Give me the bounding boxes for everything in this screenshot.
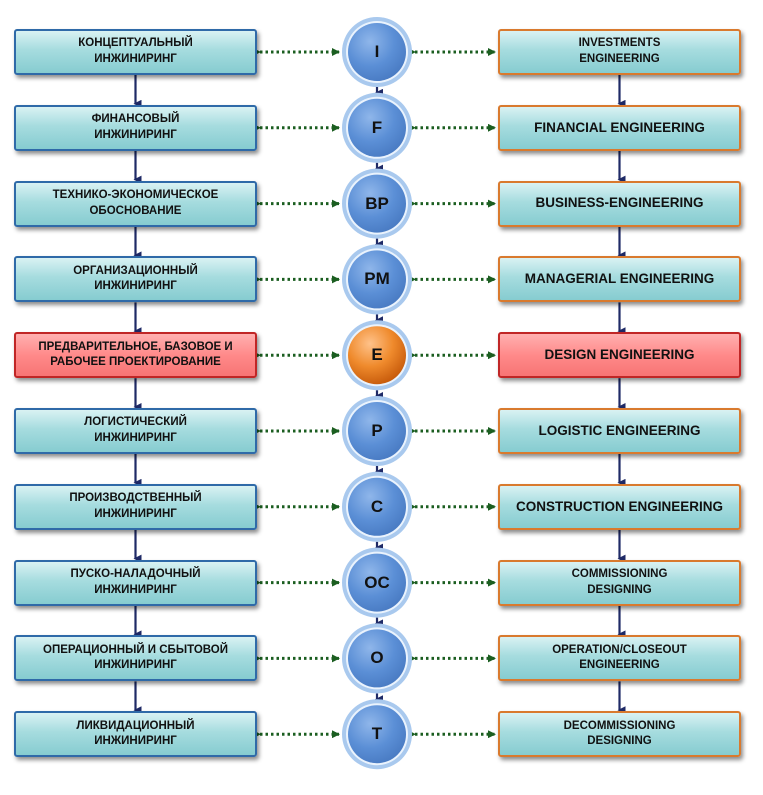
stage-node-label: BP xyxy=(365,193,389,213)
ru-stage-box-8: ПУСКО-НАЛАДОЧНЫЙ ИНЖИНИРИНГ xyxy=(14,559,257,606)
ru-stage-label: ФИНАНСОВЫЙ ИНЖИНИРИНГ xyxy=(91,113,180,141)
ru-stage-label: ОПЕРАЦИОННЫЙ И СБЫТОВОЙ ИНЖИНИРИНГ xyxy=(43,643,228,672)
en-stage-label: OPERATION/CLOSEOUT ENGINEERING xyxy=(552,643,687,672)
stage-node-label: E xyxy=(371,345,383,365)
en-stage-box-9: OPERATION/CLOSEOUT ENGINEERING xyxy=(498,635,741,682)
stage-node-label: OC xyxy=(364,572,390,592)
stage-node-8 xyxy=(348,553,406,612)
stage-node-3 xyxy=(348,174,406,233)
ru-stage-box-5: ПРЕДВАРИТЕЛЬНОЕ, БАЗОВОЕ И РАБОЧЕЕ ПРОЕК… xyxy=(14,332,257,379)
stage-node-1 xyxy=(348,23,406,81)
stage-node-2 xyxy=(348,98,406,157)
stage-node-6 xyxy=(348,402,406,460)
stage-node-label: O xyxy=(370,648,384,668)
en-stage-label: DESIGN ENGINEERING xyxy=(544,347,695,363)
stage-node-5 xyxy=(348,326,406,385)
ru-stage-label: ПРОИЗВОДСТВЕННЫЙ ИНЖИНИРИНГ xyxy=(69,492,202,520)
ru-stage-label: ПУСКО-НАЛАДОЧНЫЙ ИНЖИНИРИНГ xyxy=(70,568,201,596)
en-stage-box-10: DECOMMISSIONING DESIGNING xyxy=(498,711,741,758)
stage-node-label: C xyxy=(370,496,384,516)
ru-stage-label: ПРЕДВАРИТЕЛЬНОЕ, БАЗОВОЕ И РАБОЧЕЕ ПРОЕК… xyxy=(38,340,233,369)
ru-stage-label: ЛИКВИДАЦИОННЫЙ ИНЖИНИРИНГ xyxy=(76,719,195,748)
en-stage-box-8: COMMISSIONING DESIGNING xyxy=(498,559,741,606)
en-stage-box-5: DESIGN ENGINEERING xyxy=(498,332,741,379)
en-stage-label: COMMISSIONING DESIGNING xyxy=(571,568,668,596)
ru-stage-box-3: ТЕХНИКО-ЭКОНОМИЧЕСКОЕ ОБОСНОВАНИЕ xyxy=(14,180,257,227)
en-stage-label: INVESTMENTS ENGINEERING xyxy=(578,37,661,65)
en-stage-label: DECOMMISSIONING DESIGNING xyxy=(563,719,676,748)
ru-stage-box-1: КОНЦЕПТУАЛЬНЫЙ ИНЖИНИРИНГ xyxy=(14,29,257,75)
ru-stage-box-4: ОРГАНИЗАЦИОННЫЙ ИНЖИНИРИНГ xyxy=(14,256,257,303)
en-stage-box-6: LOGISTIC ENGINEERING xyxy=(498,408,741,454)
en-stage-box-7: CONSTRUCTION ENGINEERING xyxy=(498,483,741,530)
stage-node-10 xyxy=(348,705,406,764)
ru-stage-box-9: ОПЕРАЦИОННЫЙ И СБЫТОВОЙ ИНЖИНИРИНГ xyxy=(14,635,257,682)
en-stage-box-1: INVESTMENTS ENGINEERING xyxy=(498,29,741,75)
en-stage-label: LOGISTIC ENGINEERING xyxy=(538,422,701,438)
en-stage-box-2: FINANCIAL ENGINEERING xyxy=(498,104,741,151)
ru-stage-box-6: ЛОГИСТИЧЕСКИЙ ИНЖИНИРИНГ xyxy=(14,408,257,454)
en-stage-box-4: MANAGERIAL ENGINEERING xyxy=(498,256,741,303)
stage-node-label: F xyxy=(371,117,383,137)
ru-stage-box-7: ПРОИЗВОДСТВЕННЫЙ ИНЖИНИРИНГ xyxy=(14,483,257,530)
en-stage-label: MANAGERIAL ENGINEERING xyxy=(524,271,715,287)
stage-node-label: T xyxy=(371,724,383,744)
stage-node-9 xyxy=(348,629,406,688)
ru-stage-box-2: ФИНАНСОВЫЙ ИНЖИНИРИНГ xyxy=(14,104,257,151)
ru-stage-label: ОРГАНИЗАЦИОННЫЙ ИНЖИНИРИНГ xyxy=(73,264,198,293)
en-stage-label: FINANCIAL ENGINEERING xyxy=(534,119,705,135)
stage-node-label: PM xyxy=(364,269,390,289)
stage-node-4 xyxy=(348,250,406,309)
ru-stage-label: КОНЦЕПТУАЛЬНЫЙ ИНЖИНИРИНГ xyxy=(78,37,193,65)
stage-node-7 xyxy=(348,477,406,536)
ru-stage-label: ЛОГИСТИЧЕСКИЙ ИНЖИНИРИНГ xyxy=(84,416,187,444)
en-stage-label: CONSTRUCTION ENGINEERING xyxy=(515,498,723,514)
en-stage-label: BUSINESS-ENGINEERING xyxy=(535,195,704,211)
stage-node-label: I xyxy=(374,42,380,61)
en-stage-box-3: BUSINESS-ENGINEERING xyxy=(498,180,741,227)
ru-stage-box-10: ЛИКВИДАЦИОННЫЙ ИНЖИНИРИНГ xyxy=(14,711,257,758)
stage-node-label: P xyxy=(371,421,383,440)
ru-stage-label: ТЕХНИКО-ЭКОНОМИЧЕСКОЕ ОБОСНОВАНИЕ xyxy=(52,189,219,217)
